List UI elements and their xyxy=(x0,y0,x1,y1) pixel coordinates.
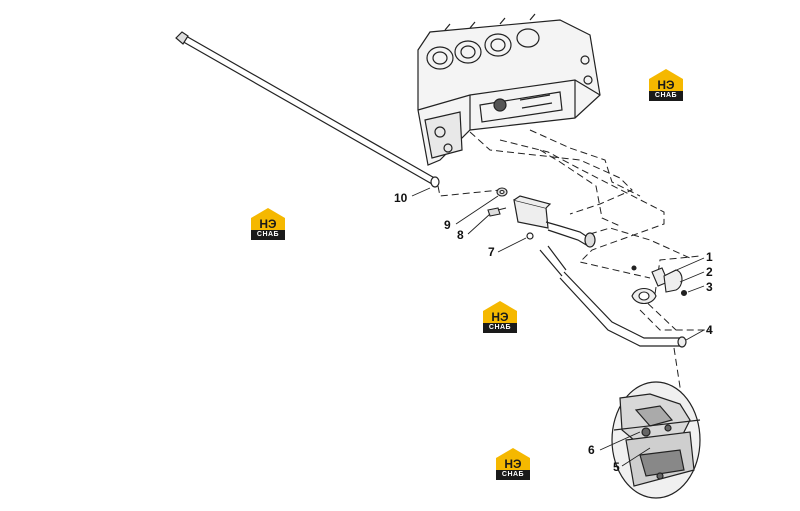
callout-5: 5 xyxy=(613,460,620,474)
dipstick-tube xyxy=(175,31,440,188)
watermark-word: CHAБ xyxy=(488,324,512,331)
watermark-logo: HЭ CHAБ xyxy=(249,206,287,242)
fasteners xyxy=(487,187,508,217)
watermark-word: CHAБ xyxy=(501,471,525,478)
oil-tube xyxy=(539,221,687,348)
callout-8: 8 xyxy=(457,228,464,242)
callout-3: 3 xyxy=(706,280,713,294)
engine-block xyxy=(417,13,601,166)
watermark-mark: HЭ xyxy=(504,457,522,471)
watermark-mark: HЭ xyxy=(491,310,509,324)
watermark-logo: HЭ CHAБ xyxy=(481,299,519,335)
callout-7: 7 xyxy=(488,245,495,259)
clamp-parts xyxy=(631,265,688,305)
callout-10: 10 xyxy=(394,191,408,205)
callout-1: 1 xyxy=(706,250,713,264)
watermark-mark: HЭ xyxy=(259,217,277,231)
callout-2: 2 xyxy=(706,265,713,279)
callout-9: 9 xyxy=(444,218,451,232)
oil-pickup-bracket xyxy=(513,195,552,240)
watermark-word: CHAБ xyxy=(256,231,280,238)
assembly-lines xyxy=(437,129,710,401)
leader-lines xyxy=(411,187,705,467)
callout-6: 6 xyxy=(588,443,595,457)
watermark-logo: HЭ CHAБ xyxy=(647,67,685,103)
watermark-logo: HЭ CHAБ xyxy=(494,446,532,482)
watermark-mark: HЭ xyxy=(657,78,675,92)
oil-pan-detail xyxy=(611,381,701,499)
watermark-word: CHAБ xyxy=(654,92,678,99)
callout-4: 4 xyxy=(706,323,713,337)
